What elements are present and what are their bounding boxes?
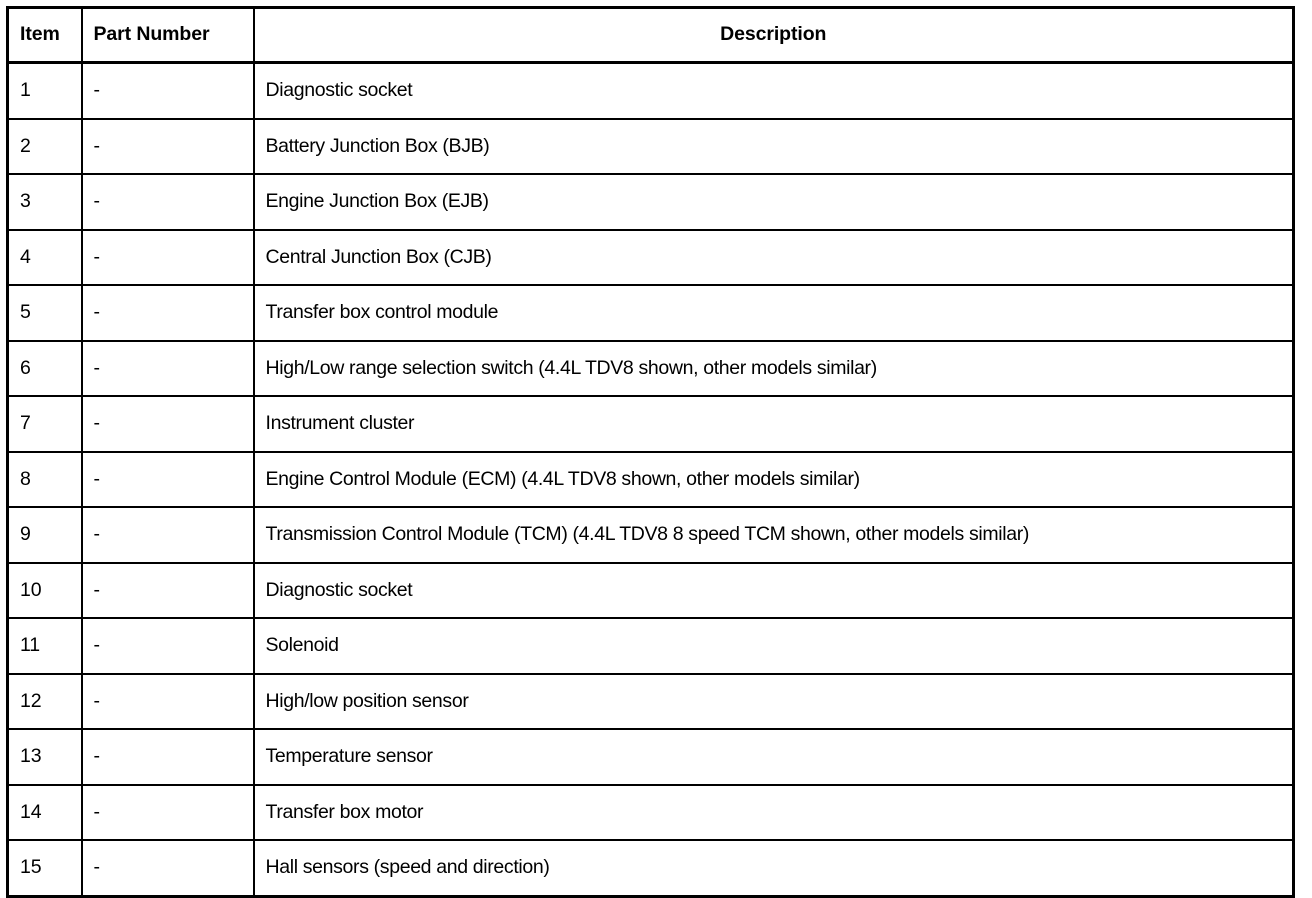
cell-description: Diagnostic socket <box>252 61 1295 120</box>
table-row: 1-Diagnostic socket <box>6 61 1295 120</box>
cell-part-number: - <box>80 783 255 841</box>
cell-part-number: - <box>80 561 255 619</box>
cell-item: 10 <box>6 561 83 619</box>
cell-part-number: - <box>80 339 255 397</box>
cell-item: 14 <box>6 783 83 841</box>
table-row: 5-Transfer box control module <box>6 284 1295 342</box>
table-row: 10-Diagnostic socket <box>6 561 1295 619</box>
cell-part-number: - <box>80 506 255 564</box>
cell-item: 6 <box>6 339 83 397</box>
cell-part-number: - <box>80 839 255 898</box>
cell-description: Engine Junction Box (EJB) <box>252 173 1295 231</box>
table-row: 9-Transmission Control Module (TCM) (4.4… <box>6 506 1295 564</box>
cell-item: 9 <box>6 506 83 564</box>
table-row: 3-Engine Junction Box (EJB) <box>6 173 1295 231</box>
cell-part-number: - <box>80 617 255 675</box>
cell-part-number: - <box>80 284 255 342</box>
cell-description: Engine Control Module (ECM) (4.4L TDV8 s… <box>252 450 1295 508</box>
cell-item: 12 <box>6 672 83 730</box>
cell-part-number: - <box>80 728 255 786</box>
cell-part-number: - <box>80 117 255 175</box>
cell-item: 15 <box>6 839 83 898</box>
column-header-item: Item <box>6 6 83 64</box>
cell-item: 2 <box>6 117 83 175</box>
cell-description: High/low position sensor <box>252 672 1295 730</box>
table-row: 7-Instrument cluster <box>6 395 1295 453</box>
cell-part-number: - <box>80 61 255 120</box>
cell-item: 1 <box>6 61 83 120</box>
cell-description: Temperature sensor <box>252 728 1295 786</box>
cell-part-number: - <box>80 395 255 453</box>
cell-description: Hall sensors (speed and direction) <box>252 839 1295 898</box>
cell-description: Battery Junction Box (BJB) <box>252 117 1295 175</box>
table-row: 2-Battery Junction Box (BJB) <box>6 117 1295 175</box>
cell-description: Instrument cluster <box>252 395 1295 453</box>
cell-item: 13 <box>6 728 83 786</box>
cell-description: Central Junction Box (CJB) <box>252 228 1295 286</box>
cell-item: 5 <box>6 284 83 342</box>
parts-legend-table: Item Part Number Description 1-Diagnosti… <box>6 6 1295 898</box>
cell-description: Diagnostic socket <box>252 561 1295 619</box>
column-header-description: Description <box>252 6 1295 64</box>
table-row: 6-High/Low range selection switch (4.4L … <box>6 339 1295 397</box>
cell-description: High/Low range selection switch (4.4L TD… <box>252 339 1295 397</box>
cell-part-number: - <box>80 450 255 508</box>
cell-item: 11 <box>6 617 83 675</box>
cell-description: Transfer box motor <box>252 783 1295 841</box>
cell-description: Solenoid <box>252 617 1295 675</box>
parts-table-container: Item Part Number Description 1-Diagnosti… <box>6 6 1295 898</box>
cell-part-number: - <box>80 173 255 231</box>
cell-part-number: - <box>80 228 255 286</box>
cell-item: 7 <box>6 395 83 453</box>
table-row: 11-Solenoid <box>6 617 1295 675</box>
cell-item: 4 <box>6 228 83 286</box>
cell-item: 3 <box>6 173 83 231</box>
table-header-row: Item Part Number Description <box>6 6 1295 64</box>
table-row: 14-Transfer box motor <box>6 783 1295 841</box>
table-header: Item Part Number Description <box>6 6 1295 64</box>
table-row: 15-Hall sensors (speed and direction) <box>6 839 1295 898</box>
table-row: 8-Engine Control Module (ECM) (4.4L TDV8… <box>6 450 1295 508</box>
cell-item: 8 <box>6 450 83 508</box>
cell-description: Transmission Control Module (TCM) (4.4L … <box>252 506 1295 564</box>
cell-description: Transfer box control module <box>252 284 1295 342</box>
cell-part-number: - <box>80 672 255 730</box>
table-row: 13-Temperature sensor <box>6 728 1295 786</box>
table-row: 4-Central Junction Box (CJB) <box>6 228 1295 286</box>
table-row: 12-High/low position sensor <box>6 672 1295 730</box>
column-header-part-number: Part Number <box>80 6 255 64</box>
